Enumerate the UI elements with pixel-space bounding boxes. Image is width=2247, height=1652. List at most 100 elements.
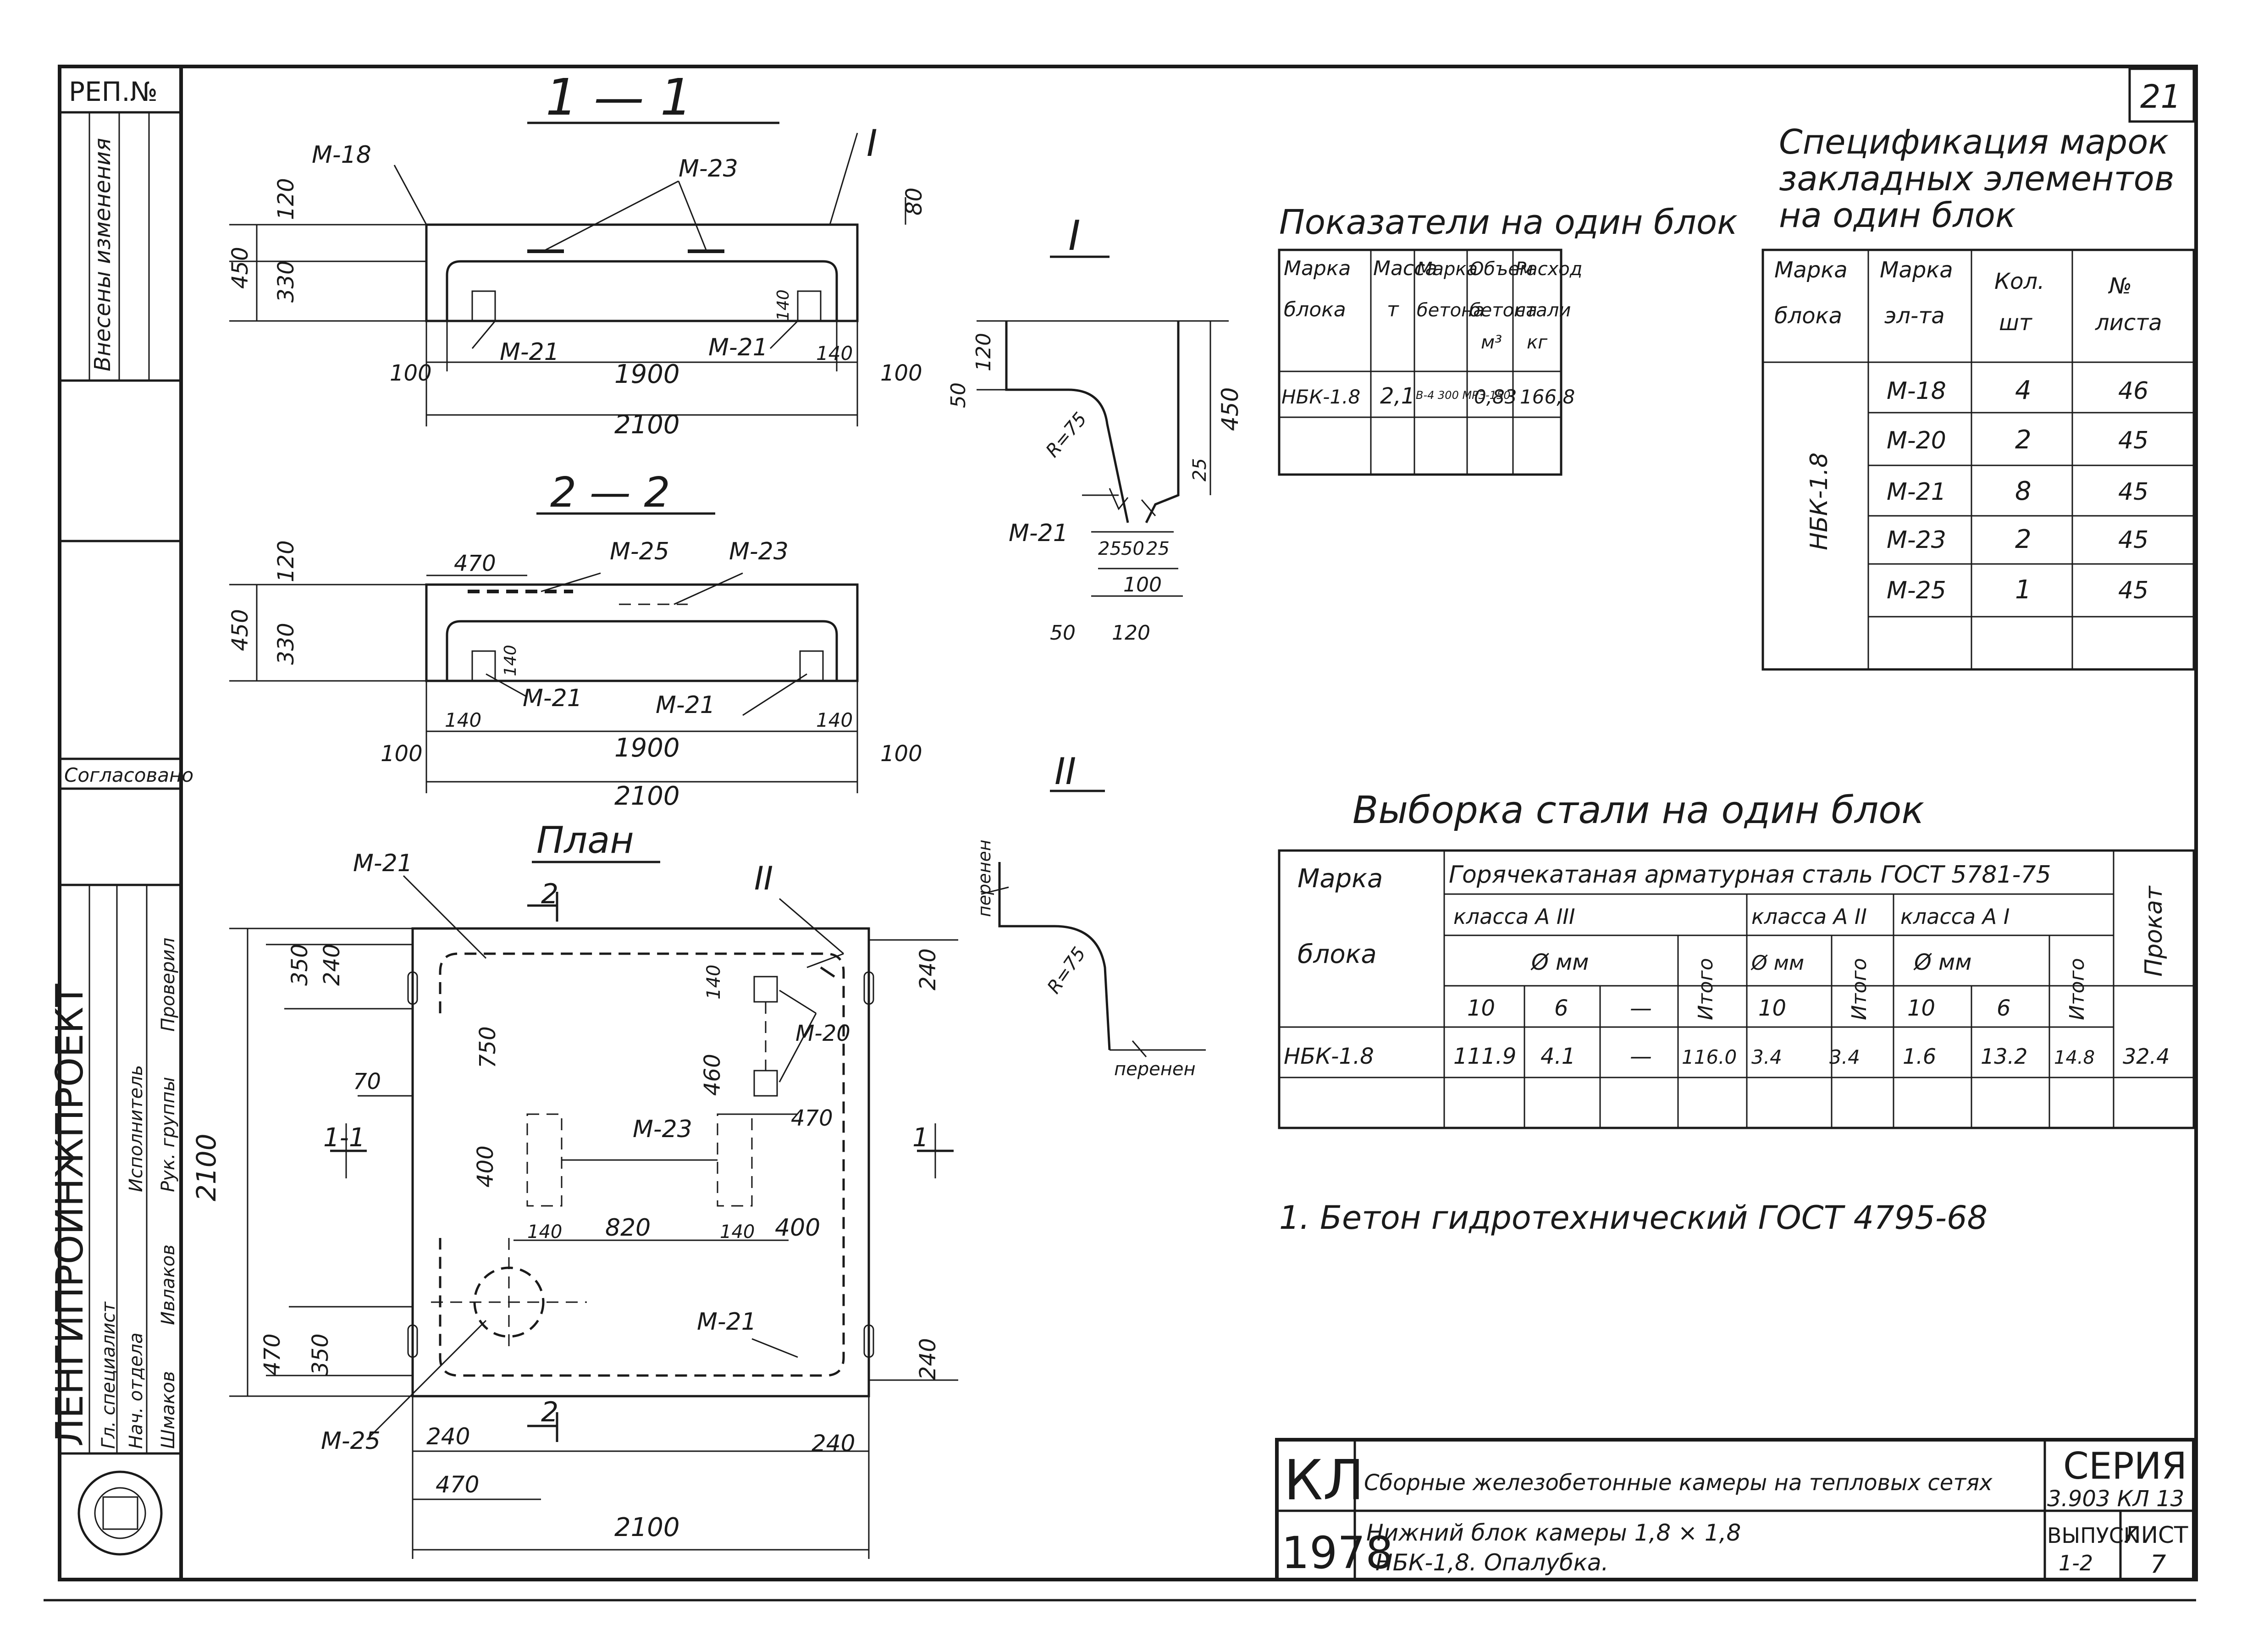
dim-470: 470: [791, 1105, 833, 1131]
sheet-number-box: [2128, 67, 2195, 123]
series-label: СЕРИЯ: [2063, 1445, 2187, 1487]
spec-sheet-ref: 45: [2118, 427, 2148, 454]
table-header: 10: [1758, 995, 1786, 1021]
section-2-2-mark-m25: М-25: [610, 538, 669, 565]
table-cell: 14.8: [2054, 1047, 2095, 1068]
dim-70: 70: [353, 1069, 381, 1094]
spec-quantity: 8: [2015, 476, 2032, 506]
dim-100: 100: [880, 741, 922, 767]
plan-mark-m23: М-23: [633, 1116, 692, 1143]
section-cut-label: 1-1: [323, 1123, 365, 1153]
spec-title: на один блок: [1779, 196, 2016, 235]
spec-element-mark: М-21: [1887, 478, 1946, 506]
spec-element-mark: М-20: [1887, 427, 1946, 454]
dim-400: 400: [775, 1214, 820, 1242]
table-header: эл-та: [1884, 303, 1945, 329]
title-name: Сборные железобетонные камеры на тепловы…: [1364, 1470, 1993, 1496]
dim-100: 100: [880, 360, 922, 386]
table-header: м³: [1481, 332, 1502, 353]
section-2-2-mark-m21: М-21: [523, 685, 582, 712]
table-header: Ø мм: [1913, 950, 1971, 975]
table-header: 6: [1997, 995, 2011, 1021]
table-header: блока: [1774, 303, 1842, 329]
dim-2100: 2100: [614, 410, 680, 440]
section-1-1: [229, 122, 906, 426]
table-header: 10: [1907, 995, 1935, 1021]
table-header: бетона: [1417, 300, 1485, 321]
dim-450: 450: [227, 609, 253, 651]
table-cell: НБК-1.8: [1284, 1044, 1374, 1069]
table-cell: —: [1630, 1044, 1652, 1069]
table-header: Масса: [1373, 257, 1437, 280]
plan-mark-m21: М-21: [353, 850, 413, 877]
section-1-1-mark-m23: М-23: [679, 155, 738, 182]
table-header: Марка: [1297, 864, 1383, 894]
dim-350: 350: [308, 1333, 333, 1376]
signature-name: Ивлаков: [158, 1244, 179, 1325]
section-cut-label: 2: [541, 878, 558, 910]
plan-node-mark: II: [754, 860, 773, 897]
dim-240: 240: [426, 1423, 470, 1450]
spec-quantity: 2: [2015, 525, 2032, 554]
detail-I-title: I: [1068, 212, 1081, 260]
dim-100: 100: [390, 360, 432, 386]
dim-25: 25: [1189, 458, 1210, 481]
spec-title: закладных элементов: [1779, 159, 2175, 199]
dim-450: 450: [1217, 387, 1243, 431]
spec-quantity: 2: [2015, 425, 2032, 455]
table-cell: В-4 300 МРЗ-150: [1416, 389, 1511, 402]
dim-140: 140: [501, 645, 520, 676]
left-title-strip: [60, 111, 181, 1556]
table-header: —: [1630, 995, 1652, 1021]
spec-element-mark: М-18: [1887, 377, 1946, 405]
detail-II-title: II: [1054, 750, 1076, 793]
section-2-2-mark-m21: М-21: [656, 691, 715, 719]
series-value: 3.903 КЛ 13: [2047, 1486, 2184, 1512]
table-header: Горячекатаная арматурная сталь ГОСТ 5781…: [1449, 861, 2051, 889]
spec-title: Спецификация марок: [1779, 122, 2169, 162]
dim-470: 470: [454, 551, 496, 576]
spec-quantity: 1: [2015, 575, 2032, 605]
table-header: Марка: [1880, 257, 1953, 283]
sheet-value: 7: [2150, 1550, 2166, 1579]
table-cell: 116.0: [1682, 1046, 1737, 1068]
section-2-2-mark-m23: М-23: [729, 538, 789, 565]
dim-140: 140: [774, 289, 793, 321]
section-2-2-title: 2 — 2: [550, 469, 670, 517]
table-header: класса А II: [1751, 904, 1867, 929]
table-header: т: [1387, 298, 1399, 321]
title-year: 1978: [1281, 1527, 1393, 1579]
role-row: Проверил: [158, 938, 179, 1032]
table-cell: 3.4: [1829, 1046, 1860, 1068]
title-block-grid: [1275, 1438, 2196, 1581]
spec-table-grid: [1761, 249, 2195, 671]
role-row: Рук. группы: [158, 1077, 179, 1192]
dim-50: 50: [1121, 538, 1144, 559]
section-cut-label: 2: [541, 1396, 558, 1428]
detail-I: [977, 255, 1229, 597]
dim-240: 240: [915, 1338, 941, 1380]
table-cell: 111.9: [1453, 1044, 1516, 1069]
indicators-row: НБК-1.8 2,1 В-4 300 МРЗ-150 0,83 166,8: [1281, 383, 1575, 409]
table-header: 6: [1554, 995, 1568, 1021]
dim-450: 450: [227, 247, 253, 289]
table-header: шт: [1999, 310, 2033, 336]
section-1-1-mark-m18: М-18: [312, 141, 371, 169]
dim-140: 140: [445, 709, 481, 731]
spec-sheet-ref: 45: [2118, 526, 2148, 554]
plan-mark-m21: М-21: [697, 1308, 756, 1336]
role-row: Нач. отдела: [126, 1332, 147, 1449]
steel-row: НБК-1.8 111.9 4.1 — 116.0 3.4 3.4 1.6 13…: [1284, 1044, 2170, 1069]
table-header: Ø мм: [1750, 951, 1804, 975]
dim-330: 330: [273, 623, 299, 665]
sheet-label: ЛИСТ: [2124, 1522, 2188, 1548]
table-header: класса А I: [1900, 904, 2010, 929]
table-cell: 4.1: [1540, 1044, 1575, 1069]
dim-350: 350: [287, 944, 313, 986]
dim-120: 120: [1112, 621, 1150, 645]
dim-400: 400: [473, 1145, 498, 1188]
sheet-number: 21: [2140, 78, 2181, 116]
table-header: Итого: [1694, 958, 1717, 1020]
dim-140: 140: [703, 965, 724, 1000]
dim-100: 100: [1123, 573, 1162, 597]
